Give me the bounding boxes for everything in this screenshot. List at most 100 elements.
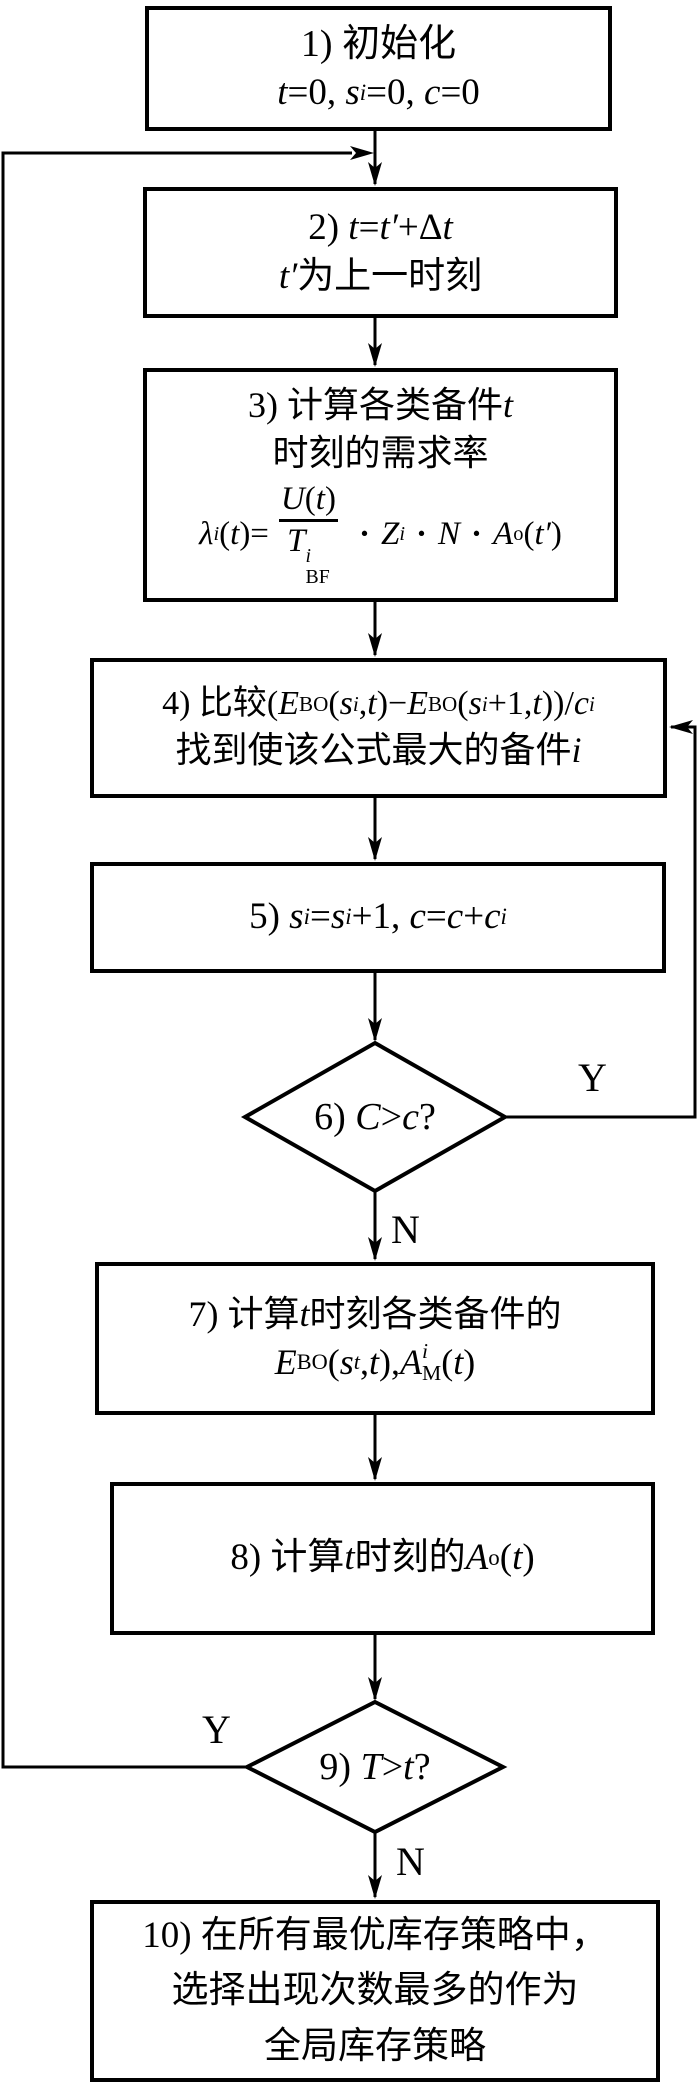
formula-token: ) — [463, 1341, 476, 1382]
formula-token: i — [589, 691, 595, 716]
decision-diamond-6 — [240, 1040, 510, 1194]
formula-token: 9) — [319, 1746, 361, 1788]
formula-token: 找到使该公式最大的备件 — [175, 729, 572, 770]
step-10-box: 10) 在所有最优库存策略中， 选择出现次数最多的作为 全局库存策略 — [90, 1900, 660, 2082]
formula-token: 时刻的 — [354, 1537, 466, 1579]
step-2-line-2: t′为上一时刻 — [279, 253, 482, 302]
formula-token: 8) 计算 — [230, 1537, 345, 1579]
formula-token: t — [367, 684, 377, 722]
arrowhead — [368, 837, 382, 861]
formula-token: 为上一时刻 — [297, 255, 483, 297]
formula-token: s — [339, 684, 353, 722]
formula-token: Z — [380, 515, 400, 552]
formula-token: ) — [324, 481, 336, 518]
decision-diamond-9 — [242, 1699, 508, 1835]
formula-token: E — [278, 684, 300, 722]
formula-token: t — [348, 206, 359, 248]
formula-token: ( — [457, 684, 469, 722]
formula-token: ), — [379, 1341, 400, 1382]
formula-token: T — [287, 523, 306, 560]
formula-token: t′ — [379, 206, 398, 248]
formula-token: 6) — [314, 1096, 356, 1138]
formula-token: BO — [296, 1349, 328, 1375]
formula-token: t — [299, 1293, 310, 1334]
formula-token: · — [358, 515, 370, 552]
formula-token: , — [358, 684, 368, 722]
formula-token: ( — [328, 684, 340, 722]
formula-token: = — [425, 896, 447, 938]
formula-token: · — [416, 515, 428, 552]
formula-token: > — [380, 1096, 403, 1138]
arrowhead — [368, 343, 382, 367]
formula-token: c — [446, 896, 464, 938]
decision-9-no-label: N — [396, 1839, 425, 1884]
formula-token: = — [358, 206, 380, 248]
formula-token: ? — [418, 1096, 436, 1138]
formula-token: )= — [239, 515, 269, 552]
formula-token: T — [360, 1746, 382, 1788]
formula-token: i — [213, 523, 220, 546]
decision-9-label: 9) T>t? — [247, 1702, 503, 1832]
arrowhead — [368, 1875, 382, 1899]
connector-loop-left — [1, 151, 352, 1769]
formula-token: +Δ — [397, 206, 443, 248]
formula-token: t — [403, 1746, 414, 1788]
formula-token: λ — [199, 515, 214, 552]
formula-token: t — [230, 515, 240, 552]
formula-token: 时刻各类备件的 — [309, 1293, 562, 1334]
formula-token: t — [442, 206, 453, 248]
formula-token: t′ — [534, 515, 551, 552]
formula-token: )− — [376, 684, 408, 722]
formula-token: t — [353, 1349, 360, 1375]
formula-token: t — [315, 481, 325, 518]
formula-token: ) — [522, 1537, 535, 1579]
formula-token: ( — [499, 1537, 513, 1579]
step-3-line-2: 时刻的需求率 — [272, 432, 489, 473]
formula-token: ( — [523, 515, 535, 552]
formula-token: c — [484, 896, 501, 938]
formula-token: s — [339, 1341, 354, 1382]
arrowhead — [368, 162, 382, 186]
formula-token: i — [345, 904, 352, 930]
formula-token: i — [422, 1338, 428, 1363]
formula-token: s — [345, 72, 360, 114]
formula-token: A — [493, 515, 514, 552]
formula-token: ( — [327, 1341, 340, 1382]
arrowhead — [368, 1457, 382, 1481]
formula-token: = — [309, 896, 331, 938]
step-10-line-1: 10) 在所有最优库存策略中， — [142, 1914, 608, 1956]
arrowhead — [350, 146, 374, 160]
formula-token: 2) — [308, 206, 349, 248]
arrowhead — [669, 720, 693, 734]
formula-token: > — [381, 1746, 404, 1788]
fraction-numerator: U(t) — [273, 481, 344, 519]
arrowhead — [368, 633, 382, 657]
formula-token: 7) 计算 — [188, 1293, 300, 1334]
formula-token: i — [352, 691, 359, 716]
formula-token: ? — [413, 1746, 431, 1788]
formula-token: ) — [550, 515, 562, 552]
formula-token: t — [532, 684, 542, 722]
formula-token: U — [280, 481, 305, 518]
formula-token: t — [502, 385, 513, 426]
formula-token: E — [407, 684, 428, 722]
arrowhead — [368, 1237, 382, 1261]
formula-token: t′ — [278, 255, 298, 297]
formula-token: 3) 计算各类备件 — [247, 385, 503, 426]
formula-token: +1, — [487, 684, 533, 722]
formula-token: s — [330, 896, 346, 938]
decision-9-yes-label: Y — [202, 1707, 231, 1752]
